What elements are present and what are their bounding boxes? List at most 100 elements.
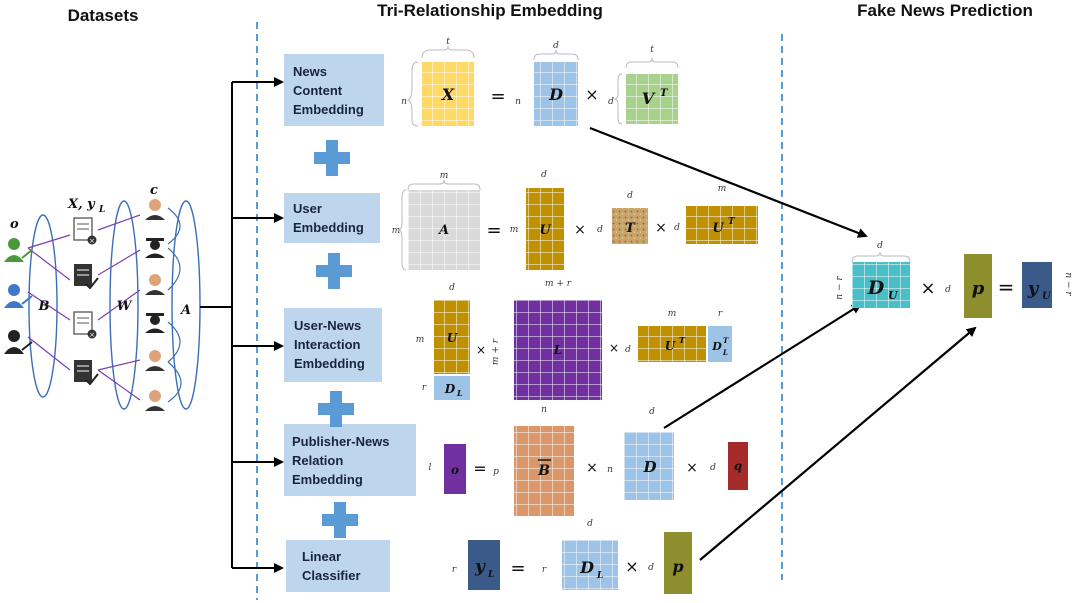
news-fake-icon: × — [73, 311, 97, 339]
svg-text:T: T — [723, 336, 729, 345]
svg-text:D: D — [711, 340, 722, 353]
svg-text:d: d — [877, 241, 883, 251]
svg-text:m + r: m + r — [491, 338, 501, 365]
plus-icon — [318, 391, 354, 427]
label-o: o — [10, 217, 19, 232]
svg-text:U: U — [888, 289, 899, 302]
svg-text:Linear: Linear — [302, 549, 341, 564]
vector-y-L — [468, 540, 500, 590]
eq-sign: = — [486, 220, 501, 241]
svg-text:B: B — [537, 463, 550, 479]
svg-text:U: U — [1042, 291, 1052, 302]
svg-text:T: T — [728, 217, 736, 227]
user-icon — [145, 199, 165, 220]
plus-icon — [316, 253, 352, 289]
news-ellipse — [109, 200, 139, 410]
eq-sign: = — [510, 558, 525, 579]
svg-text:d: d — [541, 170, 547, 180]
svg-text:Embedding: Embedding — [293, 220, 364, 235]
publisher-blue-icon — [4, 284, 33, 308]
equation-publisher-news: l o = p n B × n d D × d q — [429, 405, 748, 516]
box-user-embedding: User Embedding — [284, 193, 380, 243]
matrix-T — [612, 208, 648, 244]
label-c: c — [150, 183, 158, 198]
vector-p — [964, 254, 992, 318]
svg-text:r: r — [718, 309, 723, 319]
matrix-T-label: T — [625, 221, 636, 236]
svg-text:L: L — [596, 571, 603, 581]
equation-news-content: t n X = n d D × d t V T — [401, 37, 679, 127]
user-icon — [145, 390, 165, 411]
publisher-black-icon — [4, 330, 33, 354]
svg-text:d: d — [649, 407, 655, 417]
svg-text:m + r: m + r — [545, 279, 572, 289]
connector-tree — [200, 77, 284, 573]
news-fake-icon: × — [73, 217, 97, 245]
svg-text:U: U — [447, 331, 459, 345]
prediction-arrows — [589, 126, 977, 561]
user-icon — [145, 350, 165, 371]
svg-text:Publisher-News: Publisher-News — [292, 434, 390, 449]
vector-q — [728, 442, 748, 490]
times-sign: × — [686, 460, 698, 476]
svg-text:n: n — [541, 405, 547, 415]
svg-text:Embedding: Embedding — [293, 102, 364, 117]
publisher-green-icon — [4, 238, 33, 262]
box-linear-classifier: Linear Classifier — [286, 540, 390, 592]
svg-text:p: p — [972, 278, 985, 299]
svg-text:Embedding: Embedding — [292, 472, 363, 487]
times-sign: × — [586, 460, 598, 476]
matrix-D-L-transpose — [708, 326, 732, 362]
equation-user: m m A = m d U × d d T × d m U T — [392, 170, 758, 271]
label-xy-sub: L — [98, 205, 105, 215]
times-sign: × — [609, 341, 619, 355]
svg-text:d: d — [553, 41, 559, 51]
svg-text:T: T — [679, 335, 686, 345]
svg-text:D: D — [867, 277, 885, 299]
label-B: B — [38, 299, 50, 314]
matrix-V-label: V — [642, 89, 656, 108]
matrix-UT-label: U — [712, 221, 724, 236]
user-ellipse — [171, 200, 201, 410]
svg-text:d: d — [608, 97, 614, 107]
svg-text:o: o — [451, 463, 459, 477]
svg-text:L: L — [722, 348, 728, 357]
eq-sign: = — [490, 86, 505, 107]
matrix-A-label: A — [437, 223, 449, 238]
news-real-icon — [74, 264, 99, 290]
box-user-news-embedding: User-News Interaction Embedding — [284, 308, 382, 382]
svg-text:t: t — [446, 37, 450, 47]
svg-text:d: d — [587, 519, 593, 529]
publisher-ellipse — [28, 214, 58, 398]
svg-text:d: d — [945, 285, 951, 295]
svg-text:r: r — [542, 565, 547, 575]
user-icon — [145, 274, 165, 295]
svg-text:Content: Content — [293, 83, 343, 98]
svg-text:l: l — [429, 463, 432, 473]
svg-text:m: m — [392, 226, 401, 236]
news-real-icon — [74, 360, 99, 386]
plus-icon — [314, 140, 350, 176]
svg-text:n: n — [607, 465, 613, 475]
box-publisher-news-embedding: Publisher-News Relation Embedding — [284, 424, 416, 496]
times-sign: × — [574, 222, 586, 238]
datasets-graph: × × — [4, 183, 201, 411]
vector-y-U — [1022, 262, 1052, 308]
svg-text:y: y — [1027, 278, 1040, 299]
embedding-header: Tri-Relationship Embedding — [377, 1, 603, 20]
times-sign: × — [655, 220, 667, 236]
svg-text:d: d — [627, 191, 633, 201]
svg-text:d: d — [449, 283, 455, 293]
label-xy: X, y — [67, 197, 96, 212]
svg-text:n: n — [401, 97, 407, 107]
svg-text:m: m — [416, 335, 425, 345]
times-sign: × — [585, 85, 598, 104]
svg-text:d: d — [674, 223, 680, 233]
svg-text:d: d — [597, 225, 603, 235]
svg-text:News: News — [293, 64, 327, 79]
svg-text:d: d — [648, 563, 654, 573]
vector-p — [664, 532, 692, 594]
svg-text:r: r — [452, 565, 457, 575]
spy-user-icon — [145, 313, 165, 333]
